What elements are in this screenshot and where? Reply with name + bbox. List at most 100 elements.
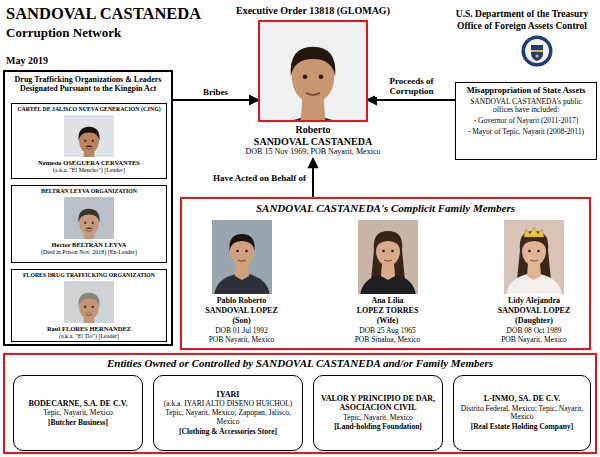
connector-arrow bbox=[309, 159, 317, 197]
box-text: - Governor of Nayarit (2011-2017) bbox=[460, 117, 592, 126]
name-block: RobertoSANDOVAL CASTANEDADOB 15 Nov 1969… bbox=[213, 124, 413, 156]
seal-ring bbox=[522, 36, 553, 67]
box-text: (Son) bbox=[194, 316, 289, 325]
box-text: Distrito Federal, Mexico; Tepic, Nayarit… bbox=[458, 405, 586, 422]
portrait-layer bbox=[85, 227, 93, 229]
portrait-layer bbox=[504, 220, 564, 294]
portrait-photo bbox=[64, 281, 114, 323]
portrait-layer bbox=[524, 227, 544, 237]
box-text: Nemesio OSEGUERA CERVANTES bbox=[15, 159, 163, 166]
box-heading: L-INMO, SA. DE C.V. bbox=[458, 394, 586, 403]
organization-box: FLORES DRUG TRAFFICKING ORGANIZATIONRaul… bbox=[11, 269, 167, 342]
box-text: POB Nayarit, Mexico bbox=[484, 336, 584, 345]
box-text: (Died in Prison Nov. 2018) [Ex-Leader] bbox=[15, 249, 163, 256]
seal-shield bbox=[531, 45, 543, 61]
portrait-layer bbox=[85, 145, 93, 147]
box-text: [Butcher Business] bbox=[18, 419, 138, 428]
portrait-layer bbox=[264, 47, 363, 120]
portrait-layer bbox=[358, 220, 418, 294]
box-text: (Wife) bbox=[340, 316, 435, 325]
box-text: POB Sinaloa, Mexico bbox=[340, 336, 435, 345]
box-text: POB Nayarit, Mexico bbox=[194, 336, 289, 345]
box-heading: Pablo Roberto bbox=[194, 296, 289, 305]
box-heading: CARTEL DE JALISCO NUEVA GENERACION (CJNG… bbox=[15, 106, 163, 113]
organization-box: CARTEL DE JALISCO NUEVA GENERACION (CJNG… bbox=[11, 103, 167, 179]
agency-text: U.S. Department of the Treasury bbox=[446, 9, 598, 20]
family-member-card: Pablo RobertoSANDOVAL LOPEZ(Son) DOB 01 J… bbox=[194, 219, 289, 347]
portrait-photo bbox=[358, 220, 418, 294]
box-heading: SANDOVAL CASTANEDA's Complicit Family Me… bbox=[186, 202, 585, 215]
box-heading: Misappropriation of State Assets bbox=[460, 86, 592, 96]
date-text: May 2019 bbox=[6, 55, 48, 67]
portrait-photo bbox=[64, 197, 114, 239]
box-text: Hector BELTRAN LEYVA bbox=[15, 241, 163, 248]
box-heading: Drug Trafficking Organizations & Leaders… bbox=[10, 75, 166, 93]
edge-label: Have Acted on Behalf of bbox=[212, 173, 307, 183]
seal-key bbox=[535, 54, 538, 57]
box-text: (a.k.a. IYARI ALTO DISENO HUICHOL) bbox=[158, 400, 298, 409]
family-member-card: Lidy AlejandraSANDOVAL LOPEZ(Daughter) DO… bbox=[484, 219, 584, 347]
entity-box: VALOR Y PRINCIPIO DE DAR, ASOCIACION CIV… bbox=[313, 375, 443, 451]
box-heading: FLORES DRUG TRAFFICKING ORGANIZATION bbox=[15, 272, 163, 279]
portrait-layer bbox=[214, 234, 270, 294]
box-text: [Real Estate Holding Company] bbox=[458, 423, 586, 432]
entity-box: L-INMO, SA. DE C.V. Distrito Federal, Mex… bbox=[453, 375, 591, 451]
box-heading: Lidy Alejandra bbox=[484, 296, 584, 305]
organization-group-box: Drug Trafficking Organizations & Leaders… bbox=[3, 70, 173, 346]
title-text: SANDOVAL CASTANEDA bbox=[6, 5, 201, 24]
entity-box: IYARI(a.k.a. IYARI ALTO DISENO HUICHOL)T… bbox=[153, 375, 303, 451]
box-text: DOB 25 Aug 1965 bbox=[340, 327, 435, 336]
box-text: (Daughter) bbox=[484, 316, 584, 325]
portrait-layer bbox=[66, 208, 113, 238]
box-text: [Clothing & Accessories Store] bbox=[158, 428, 298, 437]
box-text: LOPEZ TORRES bbox=[340, 306, 435, 315]
person-text: SANDOVAL CASTANEDA bbox=[213, 136, 413, 148]
subtitle-text: Corruption Network bbox=[6, 26, 121, 41]
portrait-layer bbox=[85, 311, 93, 313]
box-text: Tepic, Nayarit, Mexico bbox=[318, 414, 438, 423]
portrait-photo bbox=[260, 22, 366, 120]
person-text: DOB 15 Nov 1969; POB Nayarit, Mexico bbox=[213, 147, 413, 156]
organization-box: BELTRAN LEYVA ORGANIZATION Hector BELTRAN… bbox=[11, 185, 167, 263]
box-heading: IYARI bbox=[158, 390, 298, 399]
box-text: DOB 08 Oct 1989 bbox=[484, 327, 584, 336]
box-heading: VALOR Y PRINCIPIO DE DAR, ASOCIACION CIV… bbox=[318, 394, 438, 412]
portrait-layer bbox=[506, 234, 562, 294]
portrait-layer bbox=[212, 220, 272, 294]
portrait-photo bbox=[212, 220, 272, 294]
portrait-layer bbox=[64, 115, 114, 157]
box-text: Tepic, Nayarit, Mexico bbox=[18, 409, 138, 418]
portrait-layer bbox=[66, 292, 113, 322]
portrait-layer bbox=[64, 281, 114, 323]
box-text: [Land-holding Foundation] bbox=[318, 423, 438, 432]
box-heading: Entities Owned or Controlled by SANDOVAL… bbox=[9, 357, 591, 370]
edge-label: Bribes bbox=[202, 87, 229, 97]
entity-box: BODECARNE, S.A. DE C.V.Tepic, Nayarit, M… bbox=[13, 375, 143, 451]
box-text: - Mayor of Tepic, Nayarit (2008-2011) bbox=[460, 128, 592, 137]
box-text: DOB 01 Jul 1992 bbox=[194, 327, 289, 336]
seal-band bbox=[531, 50, 543, 52]
target-portrait-frame: Executive Order 13818 (GLOMAG)RobertoSAN… bbox=[258, 20, 368, 122]
portrait-layer bbox=[360, 234, 416, 294]
box-text: SANDOVAL CASTANEDA's public offices have… bbox=[460, 98, 592, 115]
box-text: Tepic, Nayarit, Mexico; Zapopan, Jalisco… bbox=[158, 409, 298, 426]
portrait-layer bbox=[260, 22, 366, 120]
box-heading: BODECARNE, S.A. DE C.V. bbox=[18, 399, 138, 408]
box-heading: BELTRAN LEYVA ORGANIZATION bbox=[15, 188, 163, 195]
seal-field bbox=[525, 39, 549, 63]
connector-arrow bbox=[368, 96, 455, 104]
agency-text: Office of Foreign Assets Control bbox=[446, 21, 598, 32]
portrait-layer bbox=[66, 126, 113, 156]
box-text: SANDOVAL LOPEZ bbox=[194, 306, 289, 315]
box-text: (a.k.a. "El Mencho") [Leader] bbox=[15, 167, 163, 174]
edge-label: Proceeds of Corruption bbox=[375, 76, 449, 97]
box-heading: Ana Lilia bbox=[340, 296, 435, 305]
portrait-layer bbox=[64, 197, 114, 239]
person-text: Roberto bbox=[213, 124, 413, 136]
treasury-seal bbox=[521, 35, 553, 67]
box-text: SANDOVAL LOPEZ bbox=[484, 306, 584, 315]
family-member-card: Ana LiliaLOPEZ TORRES(Wife) DOB 25 Aug 19… bbox=[340, 219, 435, 347]
portrait-photo bbox=[64, 115, 114, 157]
family-group-box: SANDOVAL CASTANEDA's Complicit Family Me… bbox=[180, 197, 591, 350]
